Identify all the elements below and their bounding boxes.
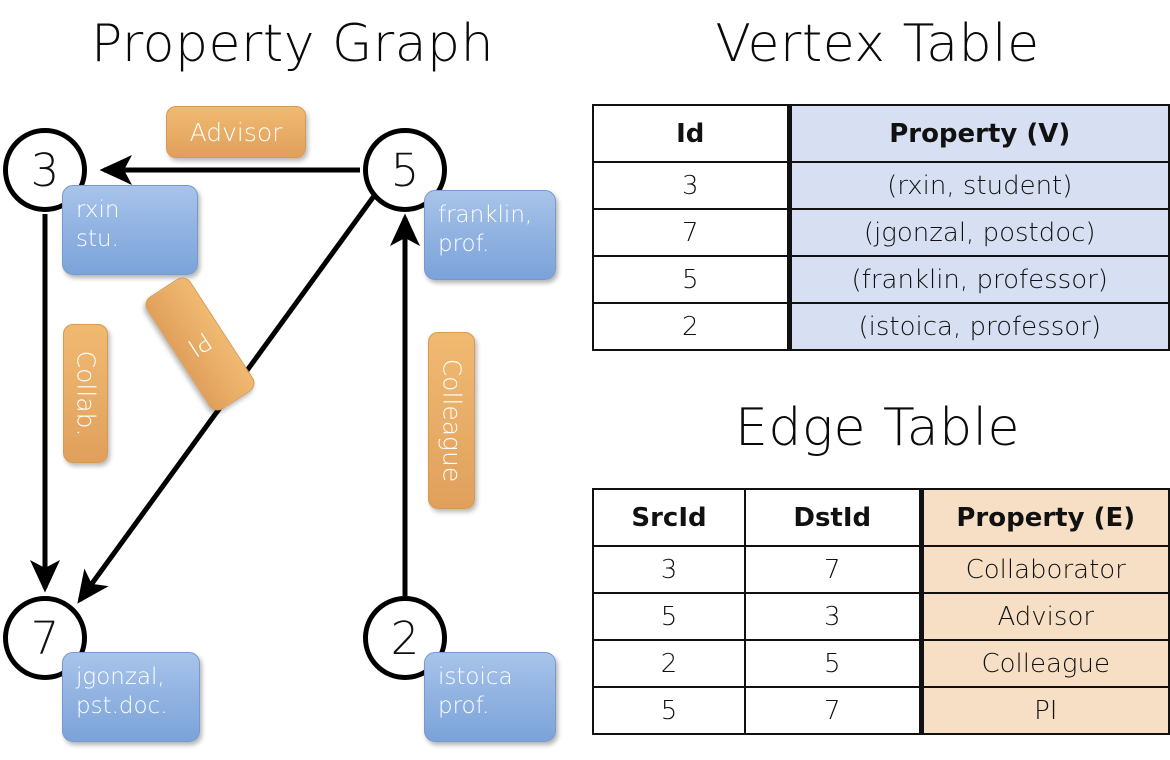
edge-cell-property: PI (918, 686, 1170, 735)
edge-table-header-row: SrcId DstId Property (E) (592, 488, 1170, 547)
table-row: 3 7 Collaborator (592, 545, 1170, 594)
edge-label-text-colleague: Colleague (437, 358, 467, 483)
vertex-table-header-id: Id (592, 104, 790, 163)
edge-label-box-advisor: Advisor (166, 106, 306, 158)
vertex-table-header-row: Id Property (V) (592, 104, 1170, 163)
edge-cell-dstid: 7 (744, 686, 922, 735)
vertex-cell-property: (franklin, professor) (786, 255, 1170, 304)
graph-node-5[interactable]: 5 (363, 128, 447, 212)
edge-cell-srcid: 5 (592, 686, 746, 735)
node-property-box-jgonzal: jgonzal, pst.doc. (62, 652, 200, 742)
node-property-box-franklin: franklin, prof. (424, 190, 556, 280)
edge-cell-srcid: 5 (592, 592, 746, 641)
edge-cell-property: Collaborator (918, 545, 1170, 594)
table-row: 5 3 Advisor (592, 592, 1170, 641)
edge-table-header-dstid: DstId (744, 488, 922, 547)
vertex-cell-property: (istoica, professor) (786, 302, 1170, 351)
edge-cell-srcid: 2 (592, 639, 746, 688)
table-row: 5 (franklin, professor) (592, 255, 1170, 304)
edge-label-box-colleague: Colleague (428, 332, 475, 509)
vertex-table: Id Property (V) 3 (rxin, student) 7 (jgo… (592, 104, 1170, 351)
node-property-box-rxin: rxin stu. (62, 185, 198, 275)
edge-cell-dstid: 3 (744, 592, 922, 641)
graph-node-3-label: 3 (30, 143, 60, 197)
vertex-cell-property: (rxin, student) (786, 161, 1170, 210)
table-row: 2 5 Colleague (592, 639, 1170, 688)
node-property-box-istoica: istoica prof. (424, 652, 556, 742)
edge-cell-property: Advisor (918, 592, 1170, 641)
section-title-vertex-table: Vertex Table (715, 14, 1040, 74)
edge-cell-property: Colleague (918, 639, 1170, 688)
table-row: 3 (rxin, student) (592, 161, 1170, 210)
graph-node-2-label: 2 (390, 611, 420, 665)
table-row: 5 7 PI (592, 686, 1170, 735)
edge-label-box-collab: Collab. (63, 324, 108, 463)
vertex-cell-id: 5 (592, 255, 790, 304)
section-title-edge-table: Edge Table (734, 398, 1021, 458)
vertex-cell-id: 7 (592, 208, 790, 257)
graph-node-5-label: 5 (390, 143, 420, 197)
edge-table-header-srcid: SrcId (592, 488, 746, 547)
edge-label-text-collab: Collab. (71, 350, 100, 437)
edge-cell-srcid: 3 (592, 545, 746, 594)
edge-label-text-advisor: Advisor (189, 117, 283, 147)
vertex-table-header-property: Property (V) (786, 104, 1170, 163)
graph-node-7-label: 7 (30, 611, 60, 665)
edge-table-header-property: Property (E) (918, 488, 1170, 547)
table-row: 7 (jgonzal, postdoc) (592, 208, 1170, 257)
edge-table: SrcId DstId Property (E) 3 7 Collaborato… (592, 488, 1170, 735)
vertex-cell-id: 2 (592, 302, 790, 351)
edge-cell-dstid: 5 (744, 639, 922, 688)
graph-node-2[interactable]: 2 (363, 596, 447, 680)
property-graph-diagram: 3 5 7 2 rxin stu. franklin, prof. jgonza… (3, 106, 556, 742)
vertex-cell-id: 3 (592, 161, 790, 210)
edge-cell-dstid: 7 (744, 545, 922, 594)
edge-label-text-pi: PI (182, 325, 218, 363)
table-row: 2 (istoica, professor) (592, 302, 1170, 351)
page-title-property-graph: Property Graph (90, 14, 495, 74)
vertex-cell-property: (jgonzal, postdoc) (786, 208, 1170, 257)
